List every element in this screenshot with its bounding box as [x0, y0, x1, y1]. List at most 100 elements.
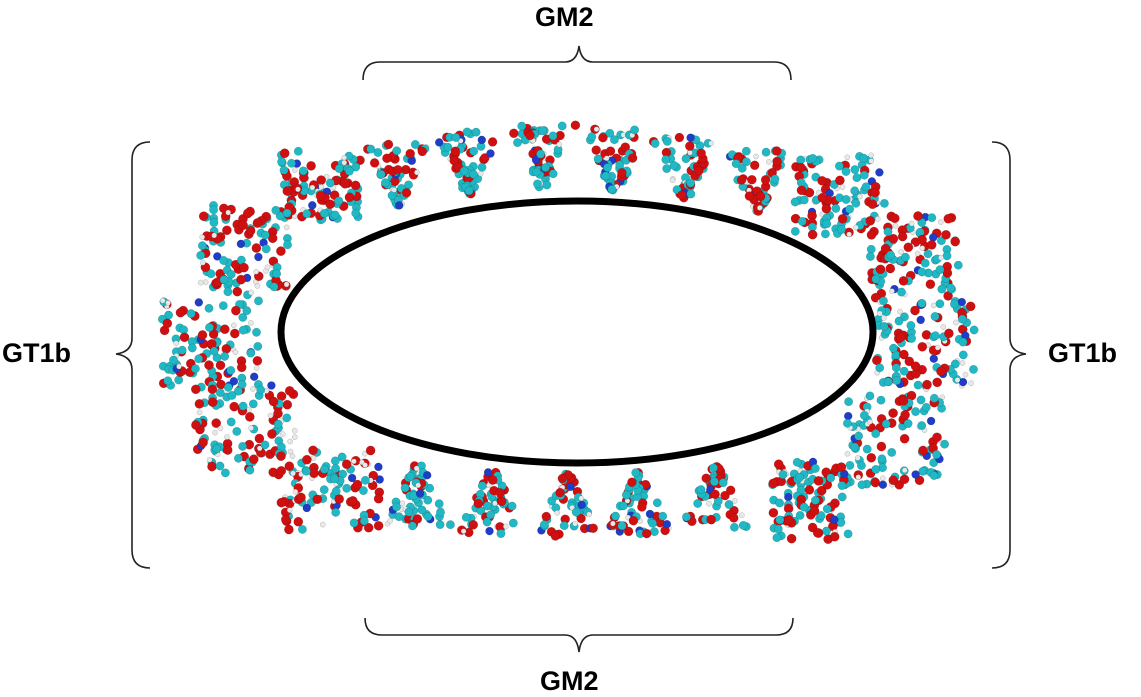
oxygen-atom — [867, 199, 878, 210]
hydrogen-atom — [196, 409, 203, 416]
carbon-atom — [892, 376, 902, 386]
hydrogen-atom — [212, 429, 218, 436]
nitrogen-atom — [916, 315, 925, 325]
hydrogen-atom — [289, 453, 296, 460]
hydrogen-atom — [399, 500, 406, 507]
carbon-atom — [850, 442, 860, 452]
oxygen-atom — [179, 332, 190, 343]
carbon-atom — [334, 196, 344, 206]
carbon-atom — [238, 401, 248, 411]
nitrogen-atom — [213, 252, 222, 261]
oxygen-atom — [251, 243, 262, 253]
hydrogen-atom — [319, 521, 326, 528]
carbon-atom — [301, 466, 311, 476]
carbon-atom — [187, 343, 197, 353]
hydrogen-atom — [253, 268, 260, 275]
carbon-atom — [854, 431, 864, 441]
hydrogen-atom — [732, 498, 738, 504]
carbon-atom — [204, 303, 214, 313]
carbon-atom — [775, 498, 784, 508]
oxygen-atom — [373, 520, 384, 531]
gt1b-right-molecule-5 — [768, 457, 853, 544]
gt1b-left-molecule-3 — [157, 296, 263, 395]
carbon-atom — [190, 364, 200, 374]
carbon-atom — [865, 391, 875, 401]
oxygen-atom — [252, 218, 263, 228]
hydrogen-atom — [952, 319, 959, 326]
carbon-atom — [471, 127, 481, 137]
carbon-atom — [482, 517, 492, 527]
oxygen-atom — [637, 502, 647, 512]
oxygen-atom — [870, 477, 881, 488]
oxygen-atom — [720, 490, 730, 501]
oxygen-atom — [783, 515, 794, 525]
oxygen-atom — [899, 349, 909, 360]
carbon-atom — [899, 366, 909, 376]
oxygen-atom — [910, 361, 921, 372]
carbon-atom — [808, 153, 818, 163]
carbon-atom — [376, 169, 386, 179]
oxygen-atom — [786, 533, 797, 544]
oxygen-atom — [835, 175, 845, 186]
hydrogen-atom — [341, 159, 348, 166]
carbon-atom — [696, 485, 706, 495]
oxygen-atom — [555, 487, 565, 498]
hydrogen-atom — [291, 167, 298, 173]
hydrogen-atom — [173, 340, 179, 347]
gt1b-right-molecule-1 — [790, 151, 889, 240]
oxygen-atom — [875, 264, 886, 275]
hydrogen-atom — [766, 159, 772, 165]
oxygen-atom — [509, 128, 519, 139]
carbon-atom — [477, 481, 487, 491]
carbon-atom — [718, 478, 728, 488]
hydrogen-atom — [264, 264, 271, 271]
carbon-atom — [237, 380, 247, 389]
gm2-top-label: GM2 — [535, 2, 594, 32]
carbon-atom — [906, 321, 916, 330]
hydrogen-atom — [572, 520, 578, 527]
carbon-atom — [662, 164, 672, 174]
hydrogen-atom — [253, 365, 260, 371]
carbon-atom — [923, 249, 933, 259]
carbon-atom — [969, 364, 978, 374]
hydrogen-atom — [165, 299, 171, 306]
carbon-atom — [392, 146, 402, 156]
carbon-atom — [850, 165, 860, 175]
carbon-atom — [219, 275, 229, 285]
hydrogen-atom — [930, 302, 937, 309]
carbon-atom — [443, 142, 453, 152]
nitrogen-atom — [483, 468, 493, 477]
carbon-atom — [233, 386, 243, 396]
carbon-atom — [242, 306, 252, 316]
gt1b-right-molecule-2 — [865, 211, 963, 310]
oxygen-atom — [725, 485, 736, 496]
carbon-atom — [946, 283, 956, 293]
carbon-atom — [246, 348, 256, 358]
oxygen-atom — [222, 225, 232, 236]
oxygen-atom — [267, 429, 277, 439]
hydrogen-atom — [267, 412, 274, 419]
oxygen-atom — [236, 362, 247, 373]
oxygen-atom — [696, 148, 706, 158]
hydrogen-atom — [291, 434, 298, 440]
oxygen-atom — [550, 531, 561, 541]
carbon-atom — [434, 499, 444, 509]
hydrogen-atom — [756, 205, 763, 211]
oxygen-atom — [340, 178, 350, 189]
oxygen-atom — [401, 188, 412, 198]
nitrogen-atom — [928, 233, 938, 242]
carbon-atom — [797, 216, 807, 226]
carbon-atom — [917, 421, 927, 431]
nitrogen-atom — [229, 376, 239, 386]
hydrogen-atom — [502, 523, 509, 530]
hydrogen-atom — [934, 344, 941, 351]
oxygen-atom — [710, 489, 720, 500]
carbon-atom — [851, 198, 861, 208]
oxygen-atom — [405, 148, 415, 159]
oxygen-atom — [198, 437, 208, 448]
gm2-bottom-molecule-1 — [384, 461, 455, 531]
oxygen-atom — [232, 286, 243, 297]
hydrogen-atom — [159, 297, 166, 304]
carbon-atom — [238, 312, 248, 322]
